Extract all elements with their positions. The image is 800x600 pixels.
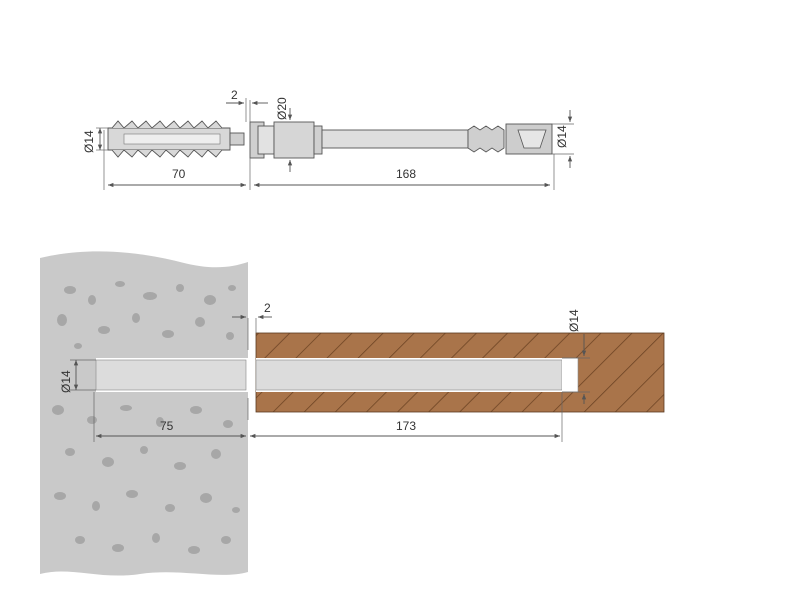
anchor-teeth-top — [111, 120, 223, 129]
installation-section-view: 2 Ø14 Ø14 75 173 — [40, 251, 665, 576]
expansion-anchor — [107, 120, 245, 158]
collar-diameter-label: Ø20 — [275, 97, 289, 120]
tip-diameter-label: Ø14 — [555, 125, 569, 148]
concrete-wall — [40, 251, 248, 576]
top-gap-label: 2 — [231, 88, 238, 102]
anchor-teeth-bottom — [111, 149, 223, 158]
connector-side-view: 70 168 2 Ø20 Ø14 Ø14 — [82, 88, 574, 190]
wall-depth-label: 75 — [160, 419, 174, 433]
concrete-aggregate — [52, 281, 240, 554]
rod-in-wood — [255, 359, 563, 391]
threaded-rod — [321, 129, 469, 149]
anchor-diameter-label: Ø14 — [82, 130, 96, 153]
anchor-length-label: 70 — [172, 167, 186, 181]
rod-thread — [467, 125, 505, 153]
wall-hole-diameter-label: Ø14 — [59, 370, 73, 393]
rod-in-wall — [95, 359, 247, 391]
wood-depth-label: 173 — [396, 419, 416, 433]
wood-hole-diameter-label: Ø14 — [567, 309, 581, 332]
collar-flange — [249, 121, 323, 159]
bottom-gap-label: 2 — [264, 301, 271, 315]
tip-sleeve — [505, 123, 553, 155]
rod-length-label: 168 — [396, 167, 416, 181]
